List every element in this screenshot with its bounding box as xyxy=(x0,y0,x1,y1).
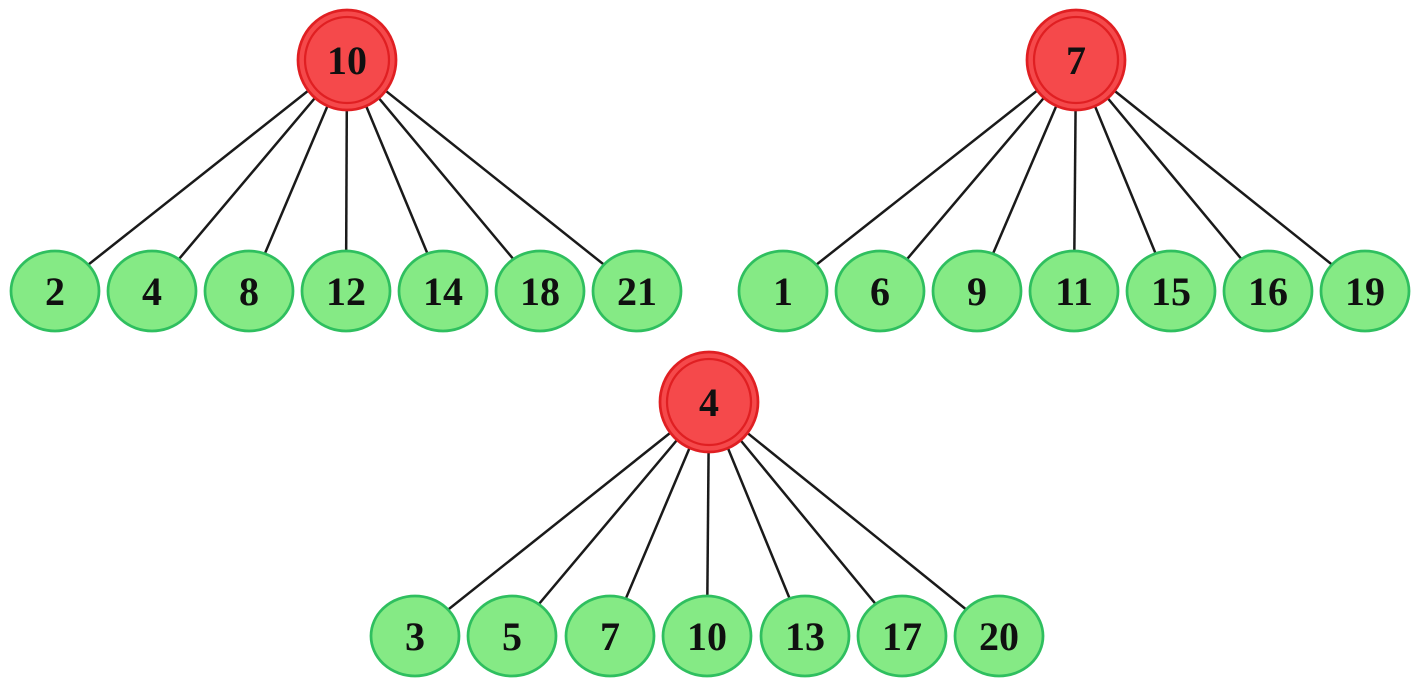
leaf-label: 5 xyxy=(502,614,522,659)
leaf-node xyxy=(661,594,753,678)
leaf-node xyxy=(1222,249,1314,333)
leaf-node xyxy=(203,249,295,333)
root-node-inner-ring xyxy=(1032,15,1120,105)
edge-line xyxy=(511,401,710,637)
leaf-label: 3 xyxy=(405,614,425,659)
leaf-node xyxy=(397,249,489,333)
leaf-node xyxy=(953,594,1045,678)
leaf-label: 19 xyxy=(1345,269,1385,314)
leaf-node xyxy=(737,249,829,333)
edge-line xyxy=(346,59,638,292)
leaf-node xyxy=(856,594,948,678)
root-label: 4 xyxy=(699,380,719,425)
leaf-node xyxy=(759,594,851,678)
leaf-label: 13 xyxy=(785,614,825,659)
leaf-node xyxy=(931,249,1023,333)
leaf-node xyxy=(9,249,101,333)
tree-root-10: 2 4 8 12 14 18 21 10 xyxy=(9,8,683,333)
root-node-inner-ring xyxy=(665,357,753,447)
edge-line xyxy=(414,401,710,637)
leaf-label: 4 xyxy=(142,269,162,314)
leaf-node xyxy=(466,594,558,678)
edge-line xyxy=(782,59,1077,292)
edge-line xyxy=(54,59,348,292)
root-node xyxy=(658,350,760,454)
leaf-label: 16 xyxy=(1248,269,1288,314)
leaf-label: 8 xyxy=(239,269,259,314)
leaf-label: 12 xyxy=(326,269,366,314)
leaf-label: 1 xyxy=(773,269,793,314)
leaf-node xyxy=(834,249,926,333)
leaf-node xyxy=(106,249,198,333)
edge-line xyxy=(708,401,1000,637)
leaf-label: 2 xyxy=(45,269,65,314)
leaf-node xyxy=(300,249,392,333)
root-label: 7 xyxy=(1066,38,1086,83)
leaf-label: 20 xyxy=(979,614,1019,659)
root-node-inner-ring xyxy=(303,15,391,105)
leaf-label: 9 xyxy=(967,269,987,314)
leaf-label: 6 xyxy=(870,269,890,314)
leaf-label: 15 xyxy=(1151,269,1191,314)
root-node xyxy=(296,8,398,112)
edge-line xyxy=(1075,59,1366,292)
leaf-label: 17 xyxy=(882,614,922,659)
root-label: 10 xyxy=(327,38,367,83)
leaf-label: 18 xyxy=(520,269,560,314)
leaf-label: 11 xyxy=(1055,269,1093,314)
tree-root-4: 3 5 7 10 13 17 20 4 xyxy=(369,350,1045,678)
leaf-node xyxy=(591,249,683,333)
root-node xyxy=(1025,8,1127,112)
leaf-label: 7 xyxy=(600,614,620,659)
leaf-node xyxy=(1028,249,1120,333)
leaf-node xyxy=(564,594,656,678)
leaf-node xyxy=(1319,249,1411,333)
leaf-label: 21 xyxy=(617,269,657,314)
leaf-node xyxy=(1125,249,1217,333)
leaf-node xyxy=(494,249,586,333)
leaf-node xyxy=(369,594,461,678)
leaf-label: 14 xyxy=(423,269,463,314)
leaf-label: 10 xyxy=(687,614,727,659)
